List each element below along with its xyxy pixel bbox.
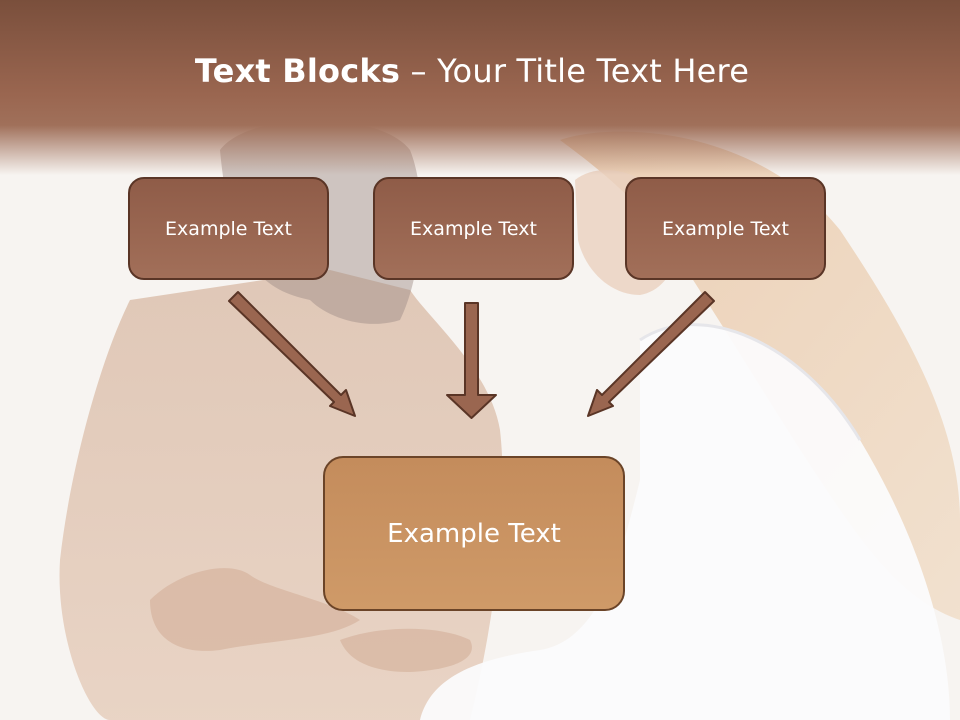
arrow-left-diagonal: [228, 291, 356, 417]
title-dash: –: [400, 52, 438, 90]
title-banner: [0, 0, 960, 175]
arrow-center-down: [446, 302, 497, 419]
slide-title: Text Blocks – Your Title Text Here: [0, 52, 944, 90]
text-block-1-label: Example Text: [165, 217, 292, 240]
title-rest: Your Title Text Here: [437, 52, 750, 90]
main-text-block-label: Example Text: [387, 518, 561, 549]
text-block-1[interactable]: Example Text: [128, 177, 329, 280]
arrow-right-diagonal: [587, 291, 715, 417]
text-block-3-label: Example Text: [662, 217, 789, 240]
text-block-2[interactable]: Example Text: [373, 177, 574, 280]
text-block-3[interactable]: Example Text: [625, 177, 826, 280]
title-bold: Text Blocks: [194, 52, 401, 90]
text-block-2-label: Example Text: [410, 217, 537, 240]
main-text-block[interactable]: Example Text: [323, 456, 625, 611]
